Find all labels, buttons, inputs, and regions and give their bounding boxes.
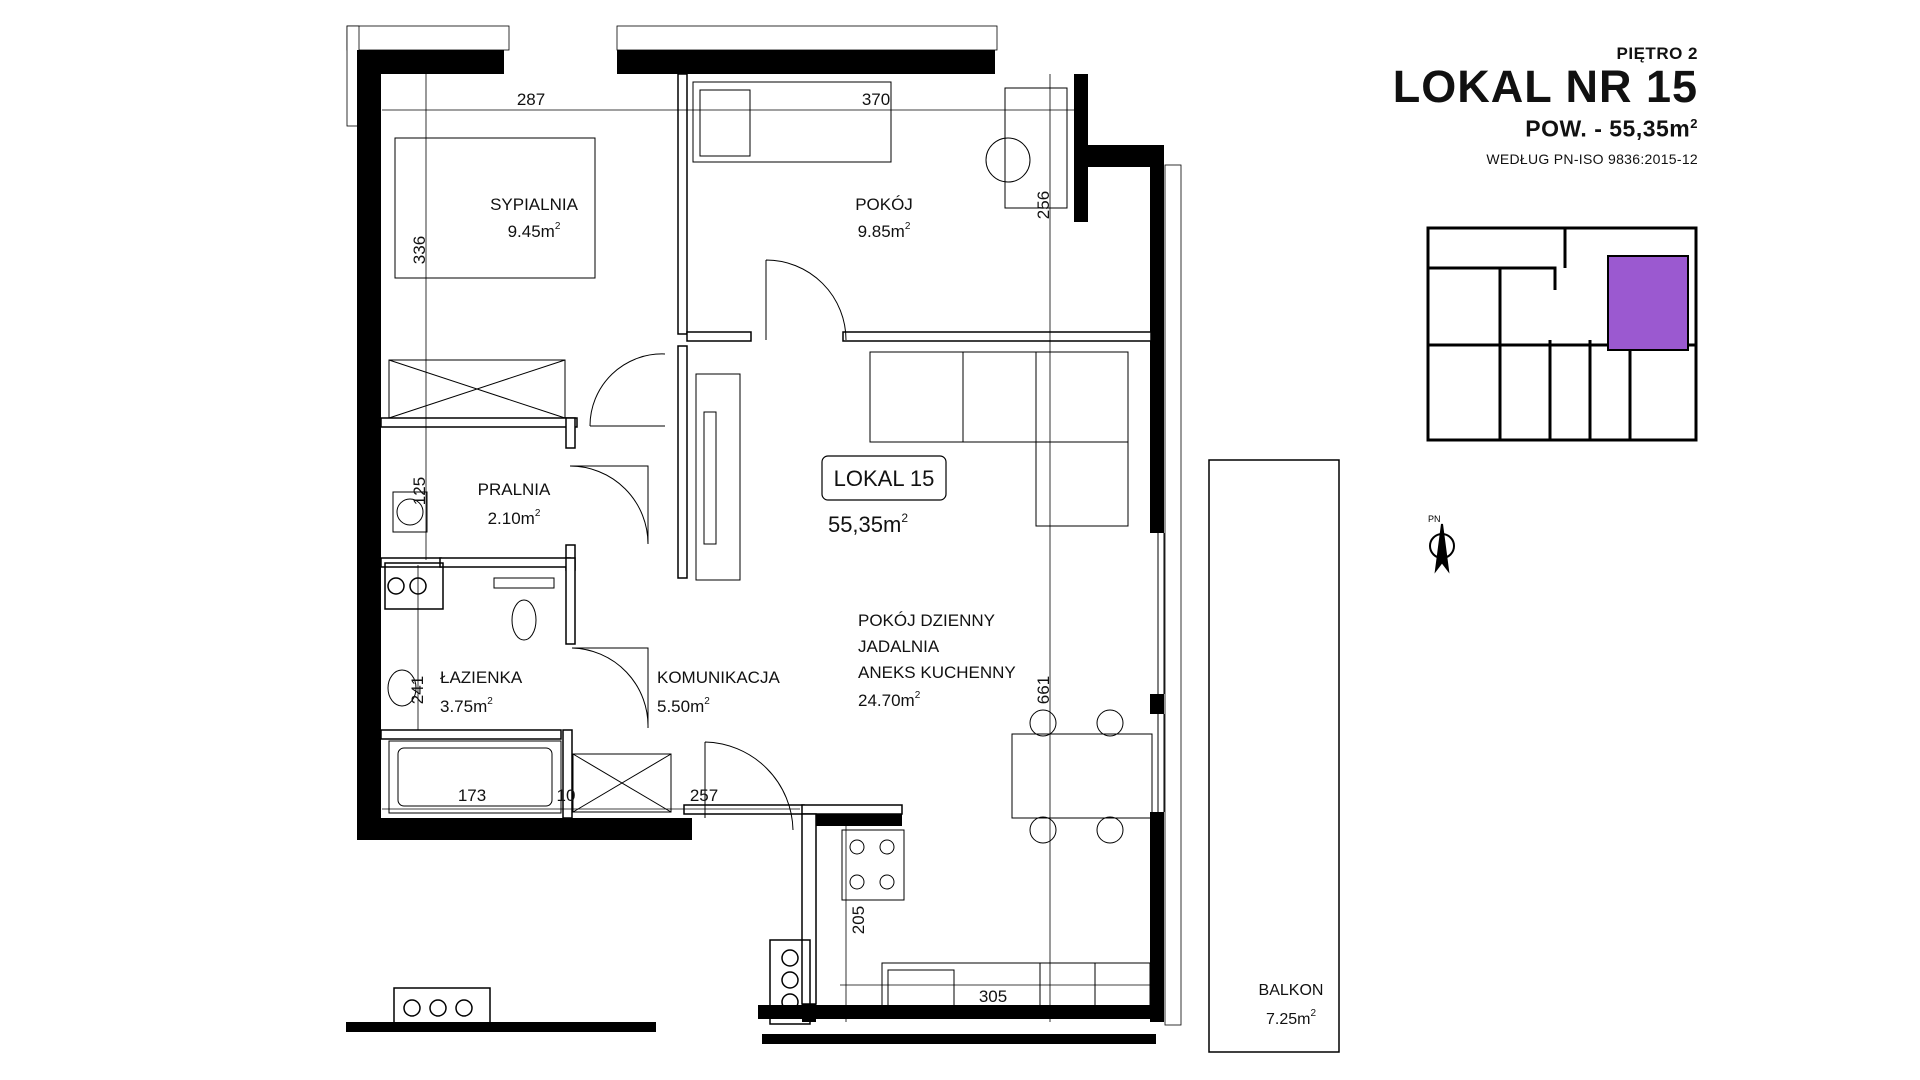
unit-area: POW. - 55,35m2 <box>1525 115 1698 142</box>
room-name-dzienny-2: JADALNIA <box>858 637 940 656</box>
dim-10: 10 <box>557 786 576 805</box>
washing-machine <box>392 491 428 533</box>
room-area-komunikacja: 5.50m2 <box>657 696 710 716</box>
dim-287: 287 <box>517 90 545 109</box>
measurement-standard: WEDŁUG PN-ISO 9836:2015-12 <box>1486 150 1698 167</box>
dim-305: 305 <box>979 987 1007 1006</box>
dim-241: 241 <box>408 676 427 704</box>
bed-bedroom <box>394 137 596 279</box>
room-area-sypialnia: 9.45m2 <box>508 221 561 241</box>
facade-hatch <box>346 25 1182 1026</box>
bed-room <box>692 81 892 163</box>
unit-label-box <box>821 455 947 501</box>
key-plan-highlight <box>1607 255 1689 351</box>
kitchen <box>841 829 1151 1016</box>
compass-label: PN <box>1428 514 1441 524</box>
walls <box>357 50 1164 1022</box>
room-name-dzienny-1: POKÓJ DZIENNY <box>858 611 995 630</box>
room-area-pokoj: 9.85m2 <box>858 221 911 241</box>
north-compass-icon: PN <box>1428 514 1455 574</box>
unit-label-area: 55,35m2 <box>828 511 908 537</box>
window-frames <box>1157 533 1165 812</box>
dim-370: 370 <box>862 90 890 109</box>
lower-walls <box>346 1022 1156 1044</box>
room-name-balkon: BALKON <box>1259 982 1324 999</box>
doors <box>569 259 847 831</box>
room-name-pralnia: PRALNIA <box>478 480 551 499</box>
dim-336: 336 <box>410 236 429 264</box>
bathroom-fixtures <box>387 577 562 814</box>
desk <box>985 87 1068 209</box>
room-name-lazienka: ŁAZIENKA <box>440 668 523 687</box>
room-name-sypialnia: SYPIALNIA <box>490 195 579 214</box>
wardrobe <box>388 359 672 813</box>
plan-header: PIĘTRO 2 LOKAL NR 15 POW. - 55,35m2 WEDŁ… <box>1393 44 1698 167</box>
unit-title: LOKAL NR 15 <box>1392 61 1698 112</box>
dim-125: 125 <box>410 477 429 505</box>
dim-256: 256 <box>1034 191 1053 219</box>
ventilation-shafts <box>384 562 811 1029</box>
room-name-pokoj: POKÓJ <box>855 195 913 214</box>
dining-table <box>1011 709 1153 844</box>
dim-173: 173 <box>458 786 486 805</box>
dim-257: 257 <box>690 786 718 805</box>
key-plan <box>1426 226 1698 442</box>
room-area-dzienny: 24.70m2 <box>858 690 921 710</box>
floor-label: PIĘTRO 2 <box>1616 44 1698 63</box>
unit-label-name: LOKAL 15 <box>834 466 935 491</box>
balcony-outline <box>1208 459 1340 1053</box>
room-area-lazienka: 3.75m2 <box>440 696 493 716</box>
dimension-lines <box>382 74 1150 1022</box>
room-name-komunikacja: KOMUNIKACJA <box>657 668 780 687</box>
sofa <box>869 351 1129 527</box>
dim-661: 661 <box>1034 676 1053 704</box>
room-area-balkon: 7.25m2 <box>1266 1008 1316 1028</box>
tv-unit <box>695 373 741 581</box>
dim-205: 205 <box>849 906 868 934</box>
room-area-pralnia: 2.10m2 <box>488 508 541 528</box>
room-name-dzienny-3: ANEKS KUCHENNY <box>858 663 1016 682</box>
